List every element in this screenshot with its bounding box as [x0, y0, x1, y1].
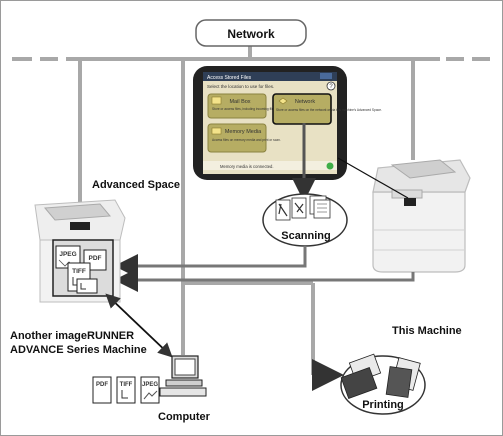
storage-computer-arrow: [105, 293, 173, 358]
network-button-label: Network: [295, 99, 315, 105]
this-machine-label: This Machine: [392, 325, 462, 337]
scanned-documents-icon: [275, 195, 331, 221]
printed-photos-icon: [340, 353, 421, 399]
help-glyph: ?: [329, 84, 333, 90]
memory-media-button[interactable]: Memory Media Access files on memory medi…: [207, 123, 281, 153]
scanning-label: Scanning: [281, 230, 331, 242]
printing-label: Printing: [362, 399, 404, 411]
computer-files: PDF TIFF JPEG: [92, 376, 160, 404]
network-backbone: [12, 46, 490, 375]
another-machine-label-2: ADVANCE Series Machine: [10, 344, 147, 356]
network-button[interactable]: Network Store or access files on the net…: [272, 93, 382, 125]
mail-box-button[interactable]: Mail Box Store or access files, includin…: [207, 93, 299, 119]
panel-close-button[interactable]: [320, 73, 332, 79]
tiff-badge: TIFF: [72, 268, 86, 275]
another-machine-label-1: Another imageRUNNER: [10, 330, 134, 342]
memory-media-desc: Access files on memory media and print o…: [212, 138, 281, 142]
another-machine-screen: [70, 222, 90, 230]
pdf-badge: PDF: [89, 255, 102, 262]
panel-status-bar: [203, 161, 337, 170]
computer-tiff-icon: [116, 376, 136, 404]
computer-pdf-badge: PDF: [96, 382, 108, 388]
computer-tiff-badge: TIFF: [120, 382, 133, 388]
panel-status-text: Memory media is connected.: [220, 164, 274, 169]
computer-label: Computer: [158, 411, 211, 423]
status-ok-icon[interactable]: [326, 162, 334, 170]
memory-media-label: Memory Media: [225, 129, 262, 135]
panel-prompt: Select the location to use for files.: [207, 84, 274, 89]
printing-node: Printing: [340, 353, 426, 415]
network-button-desc: Store or access files on the network or …: [276, 108, 382, 112]
network-label: Network: [227, 27, 275, 41]
computer-pdf-icon: [92, 376, 112, 404]
this-machine-screen: [404, 198, 416, 206]
memory-media-icon: [211, 127, 222, 135]
computer-jpeg-icon: [140, 376, 160, 404]
advanced-space-label: Advanced Space: [92, 179, 180, 191]
computer-jpeg-badge: JPEG: [142, 382, 158, 388]
panel-callout-line: [337, 157, 409, 199]
scan-to-storage-arrows: [114, 246, 415, 292]
mail-box-icon: [211, 96, 222, 105]
panel-title: Access Stored Files: [207, 75, 252, 81]
mail-box-label: Mail Box: [229, 99, 250, 105]
computer-icon: [159, 355, 207, 397]
advanced-space-storage: JPEG PDF TIFF: [52, 239, 114, 297]
panel-title-bar: [203, 72, 337, 81]
help-icon[interactable]: [326, 81, 336, 91]
control-panel: Access Stored Files Select the location …: [193, 66, 382, 180]
network-button-icon: [278, 97, 288, 105]
scanning-node: Scanning: [262, 193, 348, 247]
this-machine-printer: [372, 159, 471, 273]
jpeg-badge: JPEG: [59, 251, 76, 258]
network-node: Network: [195, 19, 307, 47]
mail-box-desc: Store or access files, including incomin…: [212, 107, 299, 111]
